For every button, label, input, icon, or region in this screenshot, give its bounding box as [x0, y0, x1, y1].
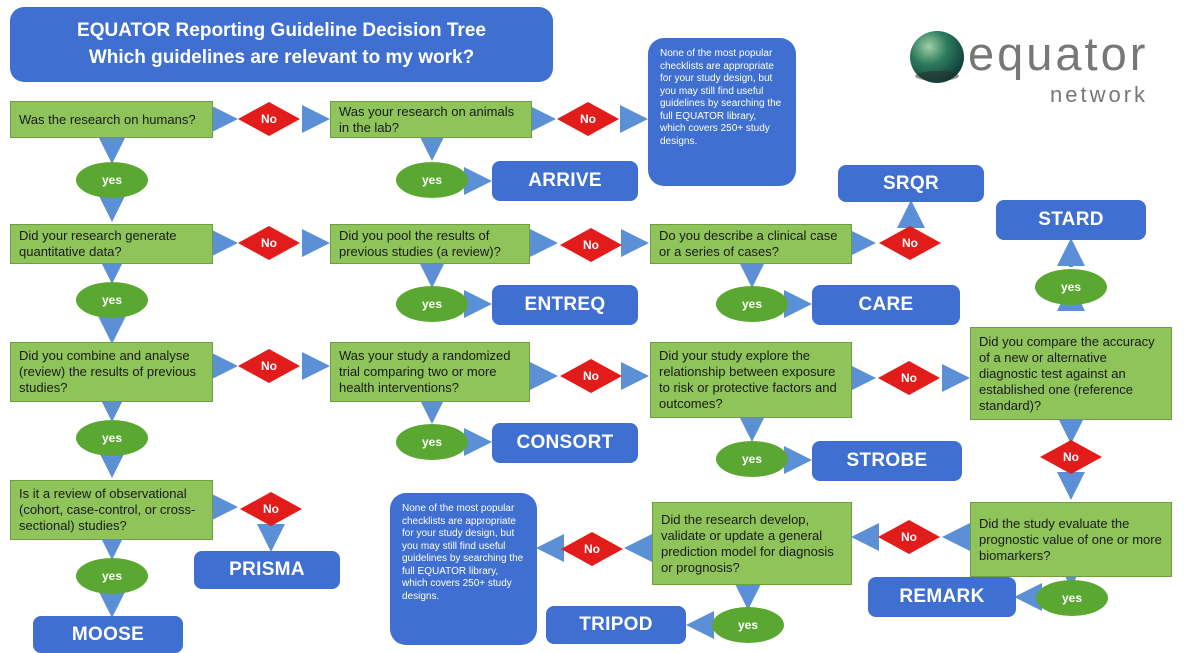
result-consort: CONSORT [492, 423, 638, 463]
question-prediction: Did the research develop, validate or up… [652, 502, 852, 585]
no-label: No [261, 236, 277, 250]
no-diamond: No [240, 492, 302, 526]
no-label: No [580, 112, 596, 126]
no-label: No [584, 542, 600, 556]
no-diamond: No [238, 349, 300, 383]
question-case: Do you describe a clinical case or a ser… [650, 224, 852, 264]
result-prisma: PRISMA [194, 551, 340, 589]
no-label: No [902, 236, 918, 250]
logo-wordmark: equator [968, 27, 1149, 80]
question-randomized: Was your study a randomized trial compar… [330, 342, 530, 402]
no-diamond: No [238, 226, 300, 260]
no-label: No [901, 371, 917, 385]
question-pool: Did you pool the results of previous stu… [330, 224, 530, 264]
result-care: CARE [812, 285, 960, 325]
no-label: No [901, 530, 917, 544]
yes-ellipse: yes [1036, 580, 1108, 616]
result-tripod: TRIPOD [546, 606, 686, 644]
no-label: No [261, 359, 277, 373]
question-observational: Is it a review of observational (cohort,… [10, 480, 213, 540]
title-line-1: EQUATOR Reporting Guideline Decision Tre… [77, 20, 486, 41]
question-animals: Was your research on animals in the lab? [330, 101, 532, 138]
logo-subtitle: network [1050, 82, 1149, 107]
result-srqr: SRQR [838, 165, 984, 202]
no-label: No [263, 502, 279, 516]
no-label: No [583, 238, 599, 252]
no-diamond: No [878, 520, 940, 554]
question-prognostic: Did the study evaluate the prognostic va… [970, 502, 1172, 577]
yes-ellipse: yes [396, 286, 468, 322]
yes-ellipse: yes [396, 424, 468, 460]
no-diamond: No [560, 228, 622, 262]
yes-ellipse: yes [76, 162, 148, 198]
result-entreq: ENTREQ [492, 285, 638, 325]
result-arrive: ARRIVE [492, 161, 638, 201]
no-diamond: No [879, 226, 941, 260]
title-line-2: Which guidelines are relevant to my work… [88, 47, 475, 68]
no-diamond: No [557, 102, 619, 136]
result-stard: STARD [996, 200, 1146, 240]
yes-ellipse: yes [712, 607, 784, 643]
no-diamond: No [560, 359, 622, 393]
yes-ellipse: yes [1035, 269, 1107, 305]
equator-globe-logo [910, 31, 964, 83]
yes-ellipse: yes [76, 282, 148, 318]
yes-ellipse: yes [76, 558, 148, 594]
no-label: No [261, 112, 277, 126]
yes-ellipse: yes [76, 420, 148, 456]
no-diamond: No [878, 361, 940, 395]
no-diamond: No [561, 532, 623, 566]
no-diamond: No [1040, 440, 1102, 474]
yes-ellipse: yes [396, 162, 468, 198]
result-moose: MOOSE [33, 616, 183, 653]
no-label: No [583, 369, 599, 383]
yes-ellipse: yes [716, 441, 788, 477]
result-remark: REMARK [868, 577, 1016, 617]
result-strobe: STROBE [812, 441, 962, 481]
question-combine: Did you combine and analyse (review) the… [10, 342, 213, 402]
no-label: No [1063, 450, 1079, 464]
yes-ellipse: yes [716, 286, 788, 322]
question-quantitative: Did your research generate quantitative … [10, 224, 213, 264]
no-diamond: No [238, 102, 300, 136]
note-no-checklist: None of the most popular checklists are … [648, 38, 796, 186]
question-humans: Was the research on humans? [10, 101, 213, 138]
question-explore: Did your study explore the relationship … [650, 342, 852, 418]
note-no-checklist: None of the most popular checklists are … [390, 493, 537, 645]
diagram-title: EQUATOR Reporting Guideline Decision Tre… [10, 7, 553, 82]
question-accuracy: Did you compare the accuracy of a new or… [970, 327, 1172, 420]
